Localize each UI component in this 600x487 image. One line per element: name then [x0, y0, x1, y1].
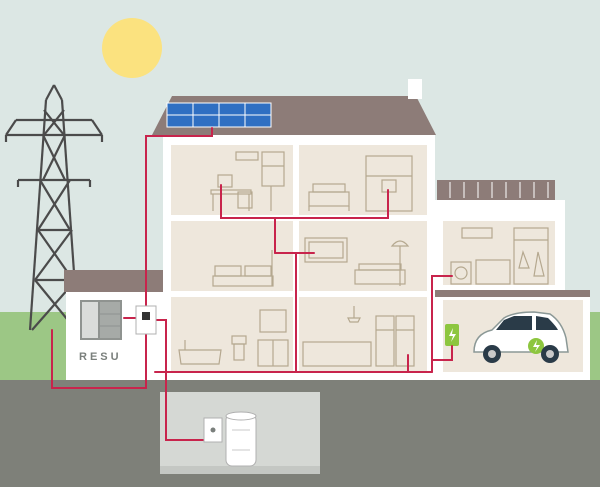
sun [102, 18, 162, 78]
balcony-railing [437, 180, 555, 200]
wire-bedroom-top [274, 189, 389, 219]
chimney [408, 79, 422, 99]
wire-solar [145, 127, 213, 307]
furniture-sketches [178, 151, 549, 367]
cellar-equipment [203, 411, 257, 467]
electrical-wiring [51, 127, 453, 441]
wire-office [220, 184, 276, 219]
wire-laundry [431, 275, 453, 373]
lightning-icon [449, 328, 456, 342]
wire-garage [431, 345, 453, 361]
electric-car [473, 311, 569, 363]
room-bathroom [171, 297, 293, 372]
garage-roof [435, 290, 590, 297]
ev-charger [445, 324, 459, 346]
cellar-floor [160, 466, 320, 474]
solar-panels [166, 102, 272, 128]
room-living [299, 221, 427, 291]
resu-battery [80, 300, 122, 340]
annex-roof [64, 270, 164, 292]
rooms [171, 145, 583, 372]
resu-brand-label: RESU [79, 351, 122, 363]
inverter-box [135, 305, 157, 335]
power-pylon [4, 84, 104, 331]
room-bedroom-top [299, 145, 427, 215]
wire-grid [51, 329, 147, 389]
wire-inverter [155, 319, 205, 441]
room-kitchen [299, 297, 427, 372]
storage-tank [225, 413, 257, 467]
